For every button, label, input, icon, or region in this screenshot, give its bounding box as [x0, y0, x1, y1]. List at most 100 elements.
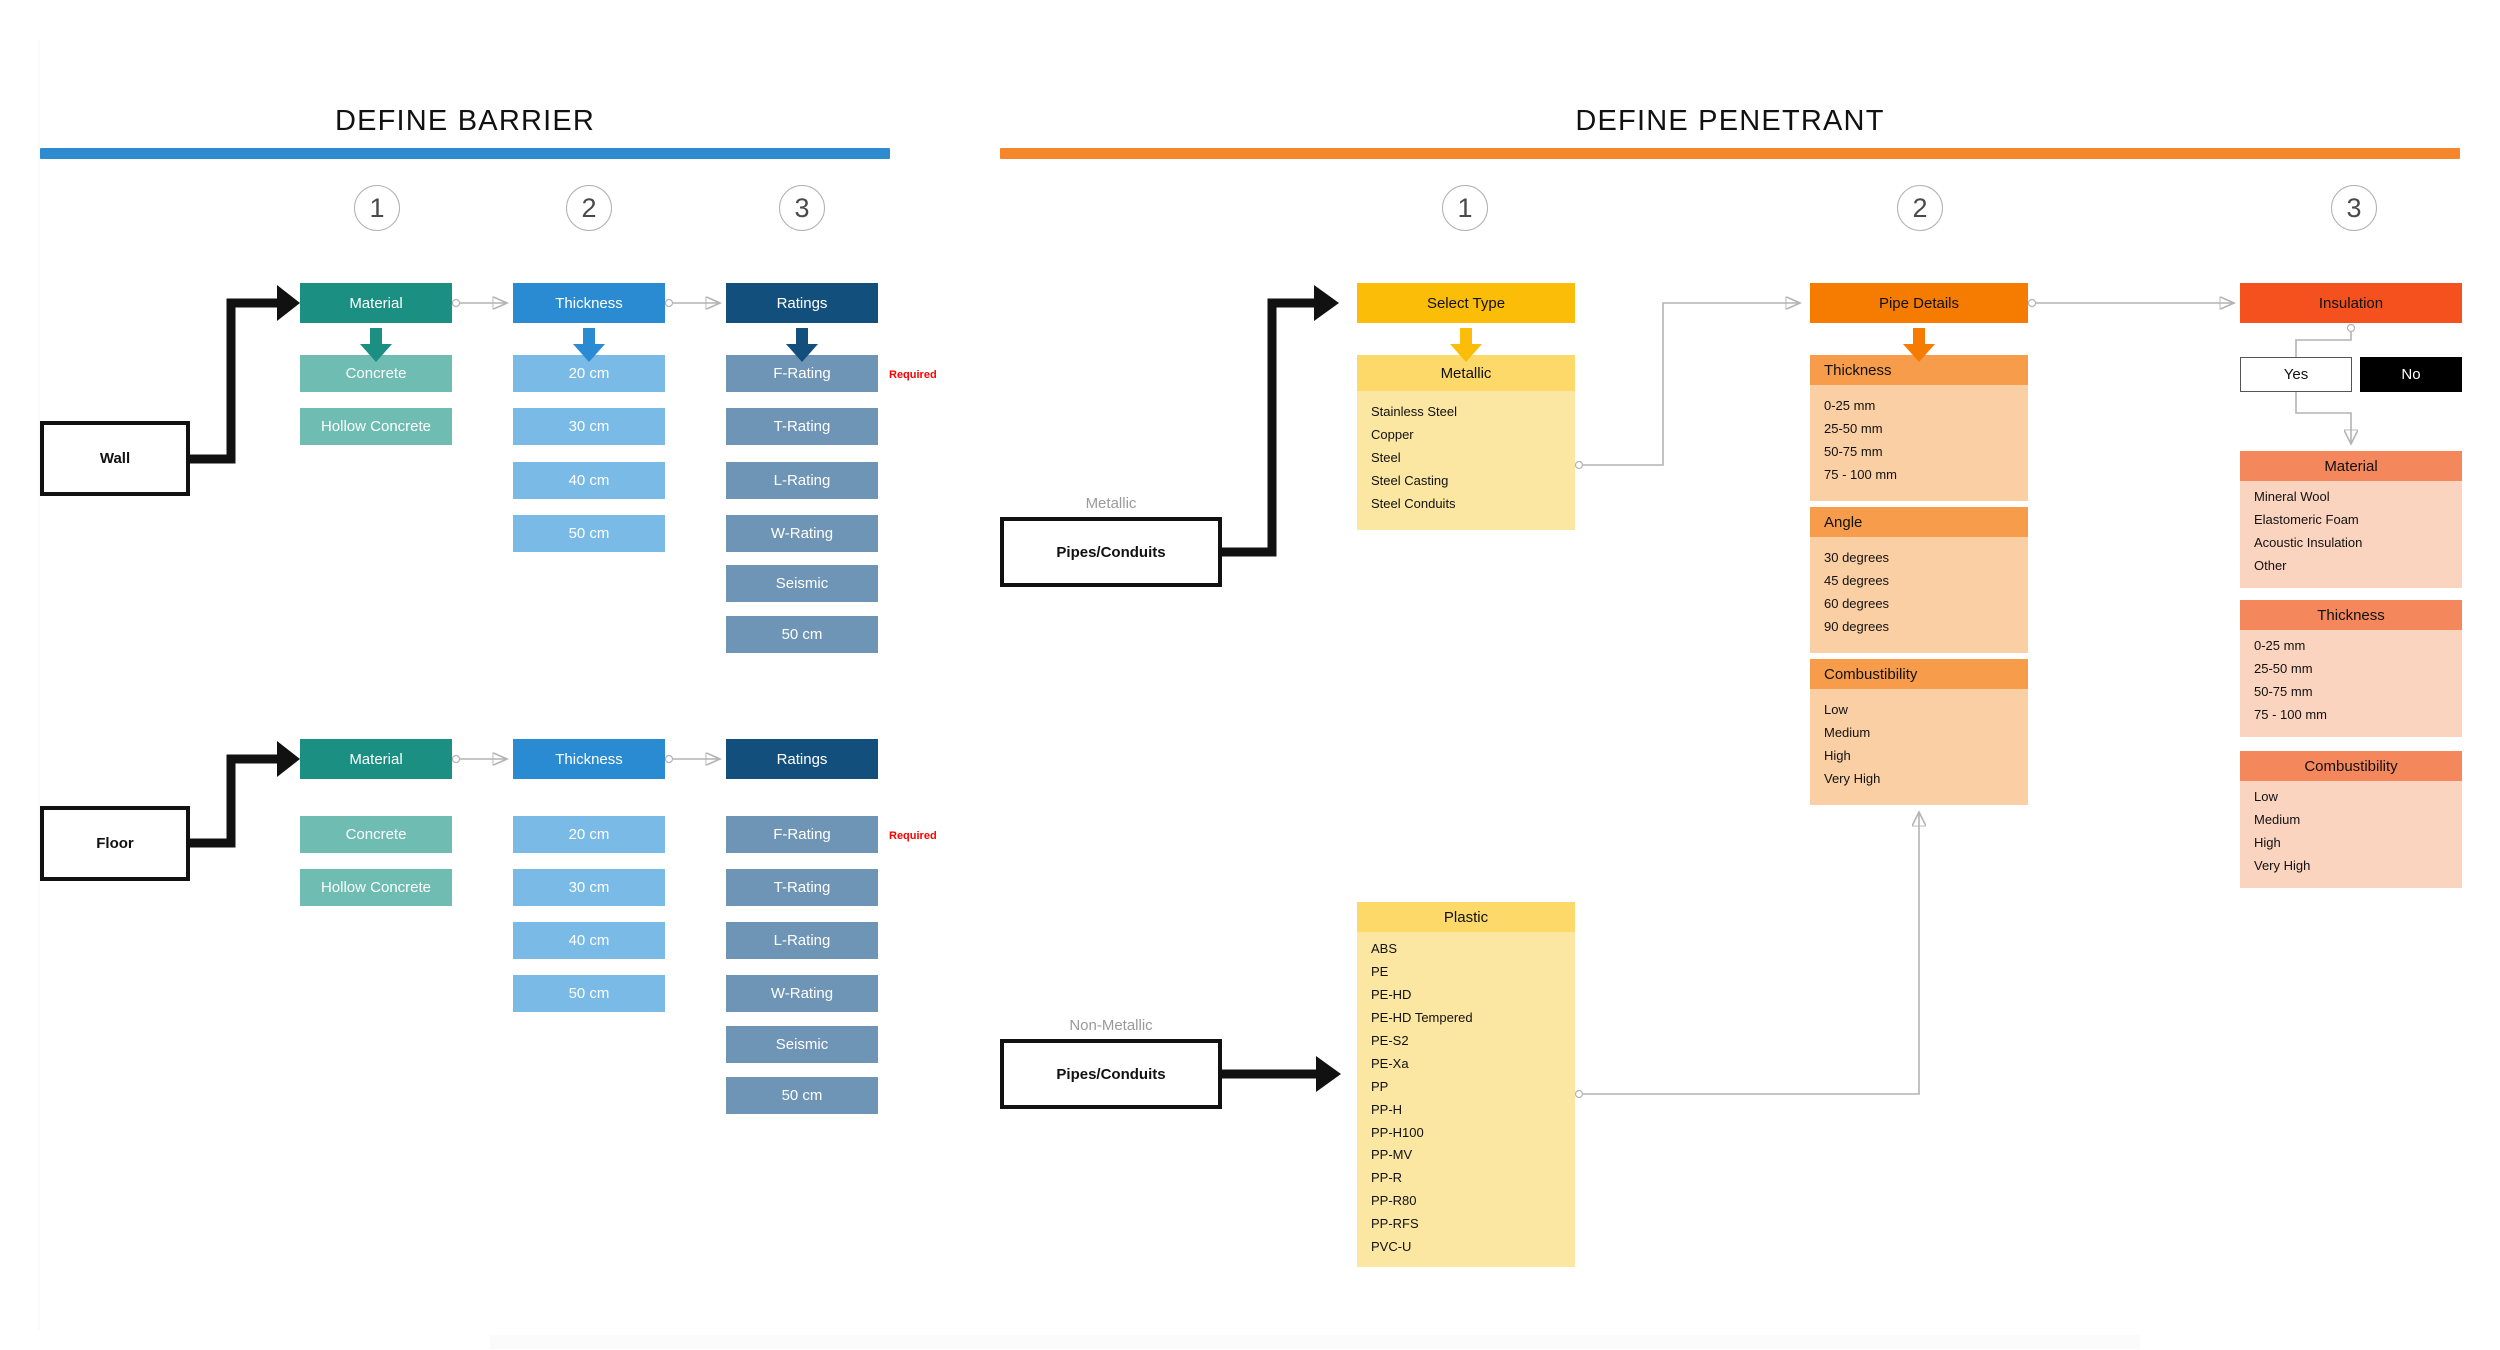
- penetrant-plastic-panel-header[interactable]: Plastic: [1357, 902, 1575, 932]
- barrier-floor-rating-option[interactable]: W-Rating: [726, 975, 878, 1012]
- list-item[interactable]: 30 degrees: [1824, 550, 1890, 565]
- barrier-floor-thickness-option[interactable]: 20 cm: [513, 816, 665, 853]
- list-item[interactable]: PE-S2: [1371, 1032, 1409, 1048]
- list-item[interactable]: PP-MV: [1371, 1147, 1413, 1163]
- penetrant-source-metallic-box[interactable]: Pipes/Conduits: [1000, 517, 1222, 587]
- penetrant-insulation-header[interactable]: Insulation: [2240, 283, 2462, 323]
- penetrant-source-nonmetallic-box[interactable]: Pipes/Conduits: [1000, 1039, 1222, 1109]
- barrier-floor-material-option[interactable]: Concrete: [300, 816, 452, 853]
- list-item[interactable]: PVC-U: [1371, 1239, 1412, 1255]
- penetrant-pipe-thickness-header[interactable]: Thickness: [1810, 355, 2028, 385]
- barrier-wall-rating-option[interactable]: T-Rating: [726, 408, 878, 445]
- list-item[interactable]: High: [1824, 747, 1851, 763]
- list-item[interactable]: Steel Conduits: [1371, 495, 1456, 511]
- barrier-floor-rating-option[interactable]: Seismic: [726, 1026, 878, 1063]
- list-item[interactable]: PP-H100: [1371, 1124, 1424, 1140]
- penetrant-pipe-combustibility-header[interactable]: Combustibility: [1810, 659, 2028, 689]
- list-item[interactable]: Low: [2254, 789, 2278, 804]
- barrier-wall-col2-header[interactable]: Thickness: [513, 283, 665, 323]
- barrier-floor-material-option[interactable]: Hollow Concrete: [300, 869, 452, 906]
- barrier-wall-material-option[interactable]: Hollow Concrete: [300, 408, 452, 445]
- barrier-wall-rating-option[interactable]: Seismic: [726, 565, 878, 602]
- flow-arrow-icon: [190, 741, 300, 848]
- list-item[interactable]: ABS: [1371, 941, 1398, 956]
- list-item[interactable]: Mineral Wool: [2254, 489, 2330, 504]
- list-item[interactable]: 90 degrees: [1824, 618, 1890, 634]
- penetrant-insulation-no-button[interactable]: No: [2360, 357, 2462, 392]
- penetrant-pipe-angle-panel: Angle 30 degrees 45 degrees 60 degrees 9…: [1810, 507, 2028, 653]
- list-item[interactable]: Very High: [1824, 770, 1881, 786]
- list-item[interactable]: PE-Xa: [1371, 1055, 1409, 1071]
- barrier-floor-thickness-option[interactable]: 50 cm: [513, 975, 665, 1012]
- barrier-source-wall[interactable]: Wall: [40, 421, 190, 496]
- list-item[interactable]: Copper: [1371, 426, 1414, 442]
- barrier-wall-thickness-option[interactable]: 50 cm: [513, 515, 665, 552]
- list-item[interactable]: PP-R: [1371, 1170, 1403, 1186]
- list-item[interactable]: 60 degrees: [1824, 595, 1890, 611]
- list-item[interactable]: Medium: [2254, 811, 2301, 827]
- penetrant-insulation-combustibility-header[interactable]: Combustibility: [2240, 751, 2462, 781]
- barrier-floor-rating-option[interactable]: 50 cm: [726, 1077, 878, 1114]
- list-item[interactable]: Low: [1824, 702, 1848, 717]
- list-item[interactable]: Other: [2254, 557, 2287, 573]
- list-item[interactable]: Stainless Steel: [1371, 404, 1457, 419]
- penetrant-step-2: 2: [1897, 185, 1943, 231]
- list-item[interactable]: PP-RFS: [1371, 1216, 1419, 1232]
- barrier-wall-col1-header[interactable]: Material: [300, 283, 452, 323]
- list-item[interactable]: 75 - 100 mm: [1824, 466, 1897, 482]
- connector: [1574, 812, 1920, 1099]
- barrier-floor-col2-header[interactable]: Thickness: [513, 739, 665, 779]
- barrier-wall-rating-option[interactable]: W-Rating: [726, 515, 878, 552]
- list-item[interactable]: PP-H: [1371, 1101, 1403, 1117]
- barrier-wall-col3-header[interactable]: Ratings: [726, 283, 878, 323]
- list-item[interactable]: PP-R80: [1371, 1193, 1417, 1209]
- barrier-wall-rating-option[interactable]: L-Rating: [726, 462, 878, 499]
- penetrant-pipe-thickness-body: 0-25 mm 25-50 mm 50-75 mm 75 - 100 mm: [1810, 385, 2028, 501]
- list-item[interactable]: Very High: [2254, 857, 2311, 873]
- list-item[interactable]: 75 - 100 mm: [2254, 706, 2327, 722]
- barrier-wall-rating-option[interactable]: F-Rating: [726, 355, 878, 392]
- penetrant-pipe-angle-header[interactable]: Angle: [1810, 507, 2028, 537]
- list-item[interactable]: 25-50 mm: [1824, 420, 1883, 436]
- list-item[interactable]: 50-75 mm: [1824, 443, 1883, 459]
- list-item[interactable]: Steel: [1371, 449, 1401, 465]
- list-item[interactable]: 45 degrees: [1824, 572, 1890, 588]
- list-item[interactable]: Steel Casting: [1371, 472, 1449, 488]
- penetrant-insulation-material-panel: Material Mineral Wool Elastomeric Foam A…: [2240, 451, 2462, 588]
- penetrant-insulation-thickness-header[interactable]: Thickness: [2240, 600, 2462, 630]
- barrier-floor-rating-option[interactable]: L-Rating: [726, 922, 878, 959]
- list-item[interactable]: High: [2254, 834, 2281, 850]
- penetrant-pipe-details-header[interactable]: Pipe Details: [1810, 283, 2028, 323]
- barrier-floor-thickness-option[interactable]: 40 cm: [513, 922, 665, 959]
- barrier-floor-rating-option[interactable]: T-Rating: [726, 869, 878, 906]
- list-item[interactable]: PE-HD Tempered: [1371, 1009, 1473, 1025]
- barrier-source-floor[interactable]: Floor: [40, 806, 190, 881]
- barrier-wall-thickness-option[interactable]: 40 cm: [513, 462, 665, 499]
- list-item[interactable]: Acoustic Insulation: [2254, 534, 2363, 550]
- list-item[interactable]: 25-50 mm: [2254, 660, 2313, 676]
- penetrant-metallic-panel-header[interactable]: Metallic: [1357, 355, 1575, 391]
- list-item[interactable]: PP: [1371, 1078, 1389, 1094]
- barrier-floor-thickness-option[interactable]: 30 cm: [513, 869, 665, 906]
- list-item[interactable]: 0-25 mm: [1824, 398, 1876, 413]
- penetrant-insulation-yes-button[interactable]: Yes: [2240, 357, 2352, 392]
- list-item[interactable]: PE: [1371, 963, 1389, 979]
- list-item[interactable]: Medium: [1824, 724, 1871, 740]
- flow-arrow-icon: [1222, 1056, 1341, 1092]
- barrier-floor-col3-header[interactable]: Ratings: [726, 739, 878, 779]
- penetrant-insulation-material-header[interactable]: Material: [2240, 451, 2462, 481]
- penetrant-select-type-header[interactable]: Select Type: [1357, 283, 1575, 323]
- barrier-section-rule: [40, 148, 890, 159]
- barrier-wall-rating-option[interactable]: 50 cm: [726, 616, 878, 653]
- list-item[interactable]: 0-25 mm: [2254, 638, 2306, 653]
- penetrant-pipe-combustibility-panel: Combustibility Low Medium High Very High: [1810, 659, 2028, 805]
- list-item[interactable]: Elastomeric Foam: [2254, 511, 2359, 527]
- barrier-wall-material-option[interactable]: Concrete: [300, 355, 452, 392]
- barrier-floor-rating-option[interactable]: F-Rating: [726, 816, 878, 853]
- penetrant-plastic-panel-body: ABS PE PE-HD PE-HD Tempered PE-S2 PE-Xa …: [1357, 932, 1575, 1268]
- list-item[interactable]: 50-75 mm: [2254, 683, 2313, 699]
- barrier-floor-col1-header[interactable]: Material: [300, 739, 452, 779]
- barrier-wall-thickness-option[interactable]: 20 cm: [513, 355, 665, 392]
- list-item[interactable]: PE-HD: [1371, 986, 1412, 1002]
- barrier-wall-thickness-option[interactable]: 30 cm: [513, 408, 665, 445]
